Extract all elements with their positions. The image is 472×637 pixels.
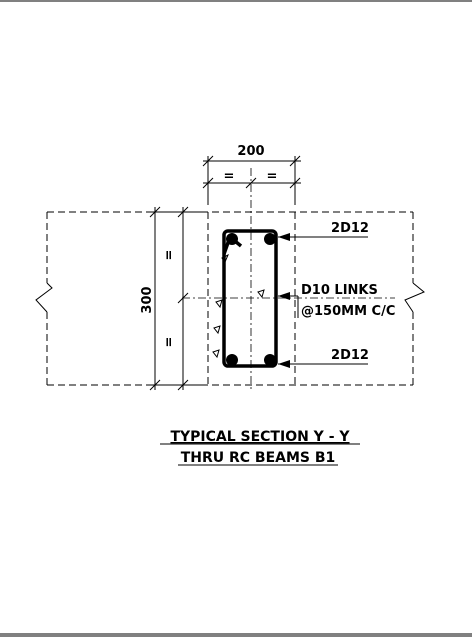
rebar-top-left <box>226 233 238 245</box>
rebar-bottom-right <box>264 354 276 366</box>
section-title-line2: THRU RC BEAMS B1 <box>181 450 336 466</box>
break-symbol-right <box>404 282 425 313</box>
top-bars-label: 2D12 <box>331 221 369 236</box>
leader-links <box>278 292 299 318</box>
height-dimension <box>149 206 208 391</box>
equal-mark-lower: = <box>162 337 177 348</box>
height-label: 300 <box>140 286 155 313</box>
links-label-line2: @150MM C/C <box>301 304 395 319</box>
rebar-bottom-left <box>226 354 238 366</box>
concrete-hatch <box>212 253 265 359</box>
links-label-line1: D10 LINKS <box>301 283 378 298</box>
equal-mark-right: = <box>267 169 278 184</box>
width-dimension <box>202 155 301 205</box>
stirrup-link <box>222 229 278 368</box>
equal-mark-upper: = <box>162 250 177 261</box>
bottom-bars-label: 2D12 <box>331 348 369 363</box>
rebar-top-right <box>264 233 276 245</box>
break-symbol-left <box>35 282 53 313</box>
width-label: 200 <box>237 144 264 159</box>
slab-outline <box>46 211 414 386</box>
equal-mark-left: = <box>224 169 235 184</box>
leader-bottom-bars <box>278 360 368 368</box>
section-title-line1: TYPICAL SECTION Y - Y <box>170 429 350 445</box>
leader-top-bars <box>278 233 368 241</box>
